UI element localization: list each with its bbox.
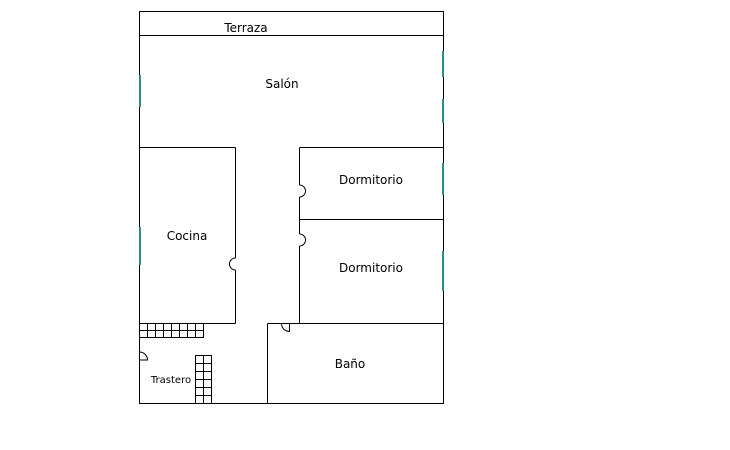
room-label-bano: Baño [335,357,366,371]
dormitorio-2-door-icon [299,233,306,247]
outer-wall [139,11,444,404]
dormitorio-1-door-icon [299,184,306,198]
room-label-terraza: Terraza [223,21,267,35]
room-label-salon: Salón [265,77,298,91]
room-label-cocina: Cocina [167,229,208,243]
room-label-trastero: Trastero [150,375,191,386]
bano-door-icon [281,323,290,333]
stairs-vertical [195,355,212,404]
trastero-door-icon [139,351,149,361]
room-label-dormitorio-2: Dormitorio [339,261,403,275]
cocina-door-icon [229,257,236,271]
stairs-horizontal [139,323,204,338]
room-label-dormitorio-1: Dormitorio [339,173,403,187]
